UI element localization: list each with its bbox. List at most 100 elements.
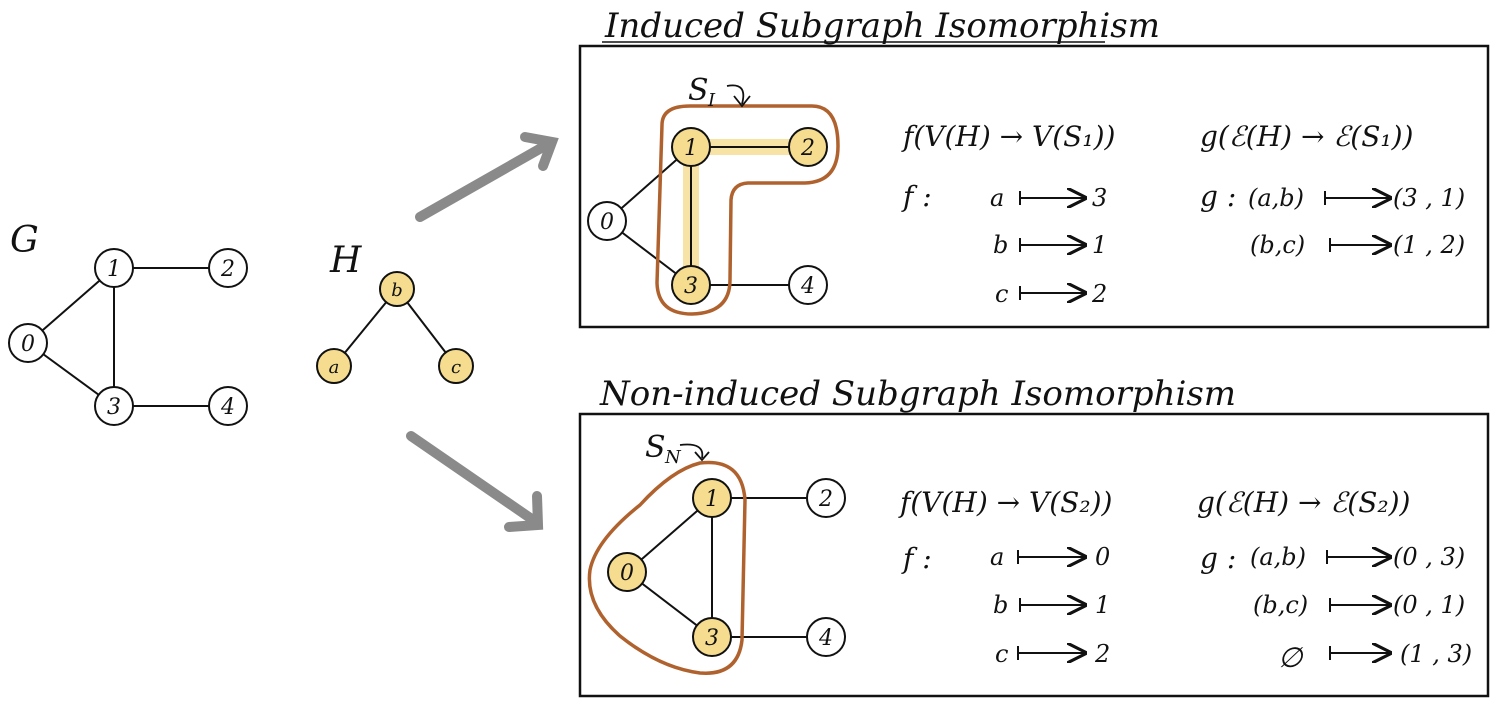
- induced-f-from-c: c: [995, 280, 1008, 308]
- g-node-2-label: 2: [220, 257, 235, 282]
- noninduced-panel: [578, 412, 1490, 698]
- induced-g-prefix: g :: [1200, 180, 1236, 213]
- induced-f-to-b: 1: [1092, 231, 1107, 259]
- induced-panel: [578, 44, 1490, 329]
- induced-subgraph-label: S I: [688, 73, 751, 111]
- ind-node-4: 4: [788, 265, 828, 305]
- h-node-a: a: [316, 348, 352, 384]
- non-node-1-label: 1: [705, 487, 719, 512]
- g-node-2: 2: [208, 248, 248, 288]
- noninduced-f-from-a: a: [990, 543, 1004, 571]
- noninduced-f-to-b: 1: [1095, 591, 1110, 619]
- ind-node-4-label: 4: [800, 274, 815, 299]
- ind-node-0: 0: [587, 201, 627, 241]
- arrow-to-induced: [415, 132, 559, 222]
- noninduced-s-letter: S: [645, 430, 666, 465]
- noninduced-g-prefix: g :: [1200, 542, 1236, 575]
- induced-s-letter: S: [688, 73, 709, 108]
- noninduced-g-mapsto-3: [1329, 646, 1390, 660]
- non-node-4-label: 4: [818, 626, 833, 651]
- induced-f-header: f(V(H) → V(S₁)): [901, 120, 1115, 153]
- induced-title: Induced Subgraph Isomorphism: [604, 6, 1160, 46]
- noninduced-f-mapsto-1: [1017, 550, 1085, 564]
- h-node-c: c: [438, 348, 474, 384]
- induced-f-from-b: b: [993, 231, 1008, 259]
- ind-node-0-label: 0: [600, 210, 614, 235]
- h-node-a-label: a: [329, 357, 340, 378]
- non-node-2: 2: [806, 478, 846, 518]
- non-node-3: 3: [692, 617, 732, 657]
- non-node-2-label: 2: [818, 487, 833, 512]
- induced-f-to-c: 2: [1091, 280, 1107, 308]
- noninduced-f-to-c: 2: [1094, 640, 1110, 668]
- noninduced-g-from-empty: ∅: [1278, 641, 1304, 674]
- noninduced-s-subscript: N: [664, 447, 682, 468]
- ind-node-3-label: 3: [684, 274, 698, 299]
- induced-f-to-a: 3: [1092, 184, 1107, 212]
- g-node-0: 0: [8, 323, 48, 363]
- g-node-1-label: 1: [107, 257, 121, 282]
- noninduced-g-from-bc: (b,c): [1253, 591, 1308, 619]
- g-node-4-label: 4: [220, 395, 235, 420]
- noninduced-s-arrow-icon: [679, 443, 704, 459]
- noninduced-g-mapsto-2: [1329, 598, 1390, 612]
- graph-h: H b a c: [316, 240, 474, 384]
- noninduced-g-to-ab: (0 , 3): [1393, 543, 1465, 571]
- induced-g-from-bc: (b,c): [1250, 231, 1305, 259]
- non-node-0-label: 0: [620, 561, 634, 586]
- non-node-3-label: 3: [705, 626, 719, 651]
- noninduced-f-mapsto-3: [1017, 646, 1085, 660]
- induced-s-arrow-icon: [726, 84, 745, 105]
- ind-node-2: 2: [788, 127, 828, 167]
- ind-node-3: 3: [671, 265, 711, 305]
- g-node-1: 1: [94, 248, 134, 288]
- noninduced-f-to-a: 0: [1095, 543, 1110, 571]
- noninduced-f-mapsto-2: [1019, 598, 1085, 612]
- g-node-4: 4: [208, 386, 248, 426]
- g-node-3-label: 3: [107, 395, 121, 420]
- graph-h-label: H: [329, 240, 362, 281]
- induced-f-mapsto-1: [1019, 191, 1085, 205]
- induced-f-prefix: f :: [901, 180, 932, 213]
- induced-g-mapsto-1: [1324, 191, 1390, 205]
- g-node-3: 3: [94, 386, 134, 426]
- g-node-0-label: 0: [21, 332, 35, 357]
- graph-g: G 0 1 2 3 4: [8, 220, 248, 426]
- noninduced-f-from-b: b: [993, 591, 1008, 619]
- induced-f-mapsto-2: [1019, 238, 1085, 252]
- induced-g-to-bc: (1 , 2): [1393, 231, 1465, 259]
- non-node-0: 0: [607, 552, 647, 592]
- non-node-4: 4: [806, 617, 846, 657]
- induced-s-subscript: I: [707, 90, 716, 111]
- noninduced-g-to-bc: (0 , 1): [1393, 591, 1465, 619]
- ind-node-1-label: 1: [684, 136, 698, 161]
- induced-highlight-band: [683, 139, 816, 293]
- graph-g-label: G: [10, 220, 39, 261]
- noninduced-title: Non-induced Subgraph Isomorphism: [599, 374, 1236, 414]
- noninduced-g-header: g(ℰ(H) → ℰ(S₂)): [1197, 486, 1410, 519]
- noninduced-f-prefix: f :: [901, 542, 932, 575]
- noninduced-g-from-ab: (a,b): [1250, 543, 1306, 571]
- noninduced-g-to-empty: (1 , 3): [1400, 640, 1472, 668]
- h-node-b-label: b: [391, 280, 403, 301]
- h-node-b: b: [379, 271, 415, 307]
- h-node-c-label: c: [451, 357, 461, 378]
- induced-g-to-ab: (3 , 1): [1393, 184, 1465, 212]
- induced-g-from-ab: (a,b): [1248, 184, 1304, 212]
- noninduced-section: Non-induced Subgraph Isomorphism 0 1 2 3: [578, 374, 1490, 698]
- induced-section: Induced Subgraph Isomorphism 0 1 2 3: [578, 6, 1490, 329]
- ind-node-1: 1: [671, 127, 711, 167]
- induced-g-mapsto-2: [1329, 238, 1390, 252]
- induced-f-from-a: a: [990, 184, 1004, 212]
- noninduced-g-mapsto-1: [1326, 550, 1390, 564]
- arrow-to-noninduced: [406, 431, 544, 532]
- noninduced-f-from-c: c: [995, 640, 1008, 668]
- noninduced-f-header: f(V(H) → V(S₂)): [898, 486, 1112, 519]
- noninduced-hull: [587, 460, 747, 675]
- induced-f-mapsto-3: [1019, 286, 1085, 300]
- noninduced-subgraph-label: S N: [645, 430, 710, 468]
- induced-g-header: g(ℰ(H) → ℰ(S₁)): [1200, 120, 1413, 153]
- ind-node-2-label: 2: [800, 136, 815, 161]
- induced-hull: [655, 104, 840, 316]
